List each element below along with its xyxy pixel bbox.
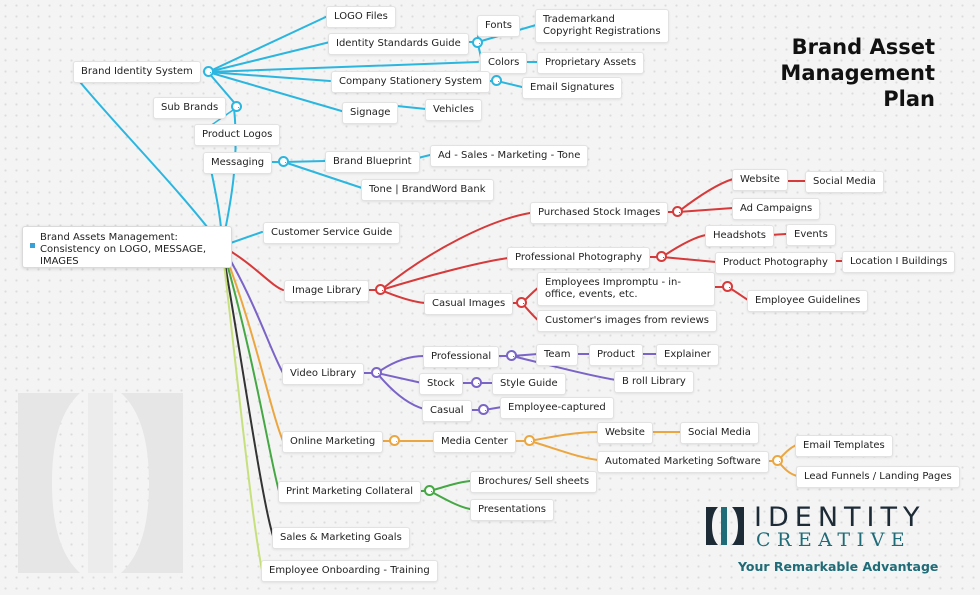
collapse-toggle-media-center[interactable] — [524, 435, 535, 446]
collapse-toggle-casual-images[interactable] — [516, 297, 527, 308]
node-social-media-1[interactable]: Social Media — [805, 171, 884, 193]
node-team[interactable]: Team — [536, 344, 579, 366]
node-location-buildings[interactable]: Location I Buildings — [842, 251, 956, 273]
node-customer-service-guide[interactable]: Customer Service Guide — [263, 222, 401, 244]
node-employees-impromptu[interactable]: Employees Impromptu - in-office, events,… — [537, 272, 715, 306]
title-line-2: Management — [780, 61, 935, 85]
node-casual-images[interactable]: Casual Images — [424, 293, 514, 315]
node-automated-marketing[interactable]: Automated Marketing Software — [597, 451, 769, 473]
node-email-signatures[interactable]: Email Signatures — [522, 77, 623, 99]
node-lead-funnels[interactable]: Lead Funnels / Landing Pages — [796, 466, 960, 488]
node-sales-marketing-goals[interactable]: Sales & Marketing Goals — [272, 527, 410, 549]
title-line-1: Brand Asset — [791, 35, 935, 59]
node-employee-onboarding[interactable]: Employee Onboarding - Training — [261, 560, 438, 582]
logo-bracket-icon — [706, 507, 744, 545]
collapse-toggle-online-marketing[interactable] — [389, 435, 400, 446]
root-marker — [30, 243, 35, 248]
collapse-toggle-casual[interactable] — [478, 404, 489, 415]
collapse-toggle-automated-marketing[interactable] — [772, 455, 783, 466]
collapse-toggle-messaging[interactable] — [278, 156, 289, 167]
page-title: Brand Asset Management Plan — [715, 34, 935, 112]
node-professional[interactable]: Professional — [423, 346, 500, 368]
node-product[interactable]: Product — [589, 344, 643, 366]
node-company-stationery[interactable]: Company Stationery System — [331, 71, 490, 93]
node-style-guide[interactable]: Style Guide — [492, 373, 566, 395]
node-trademark[interactable]: Trademarkand Copyright Registrations — [535, 9, 669, 43]
collapse-toggle-purchased-stock[interactable] — [672, 206, 683, 217]
collapse-toggle-video-library[interactable] — [371, 367, 382, 378]
node-tone-brandword-bank[interactable]: Tone | BrandWord Bank — [361, 179, 494, 201]
node-social-media-2[interactable]: Social Media — [680, 422, 759, 444]
collapse-toggle-employees-impromptu[interactable] — [722, 281, 733, 292]
identity-creative-logo: IDENTITY CREATIVE Your Remarkable Advant… — [704, 500, 944, 580]
collapse-toggle-stock[interactable] — [471, 377, 482, 388]
node-product-photography[interactable]: Product Photography — [715, 252, 836, 274]
node-print-marketing-collateral[interactable]: Print Marketing Collateral — [278, 481, 422, 503]
node-signage[interactable]: Signage — [342, 102, 399, 124]
collapse-toggle-professional[interactable] — [506, 350, 517, 361]
node-explainer[interactable]: Explainer — [656, 344, 719, 366]
root-label: Brand Assets Management: Consistency on … — [40, 232, 207, 267]
node-brand-identity-system[interactable]: Brand Identity System — [73, 61, 201, 83]
node-media-center[interactable]: Media Center — [433, 431, 516, 453]
node-employee-guidelines[interactable]: Employee Guidelines — [747, 290, 869, 312]
root-topic[interactable]: Brand Assets Management: Consistency on … — [22, 226, 232, 268]
node-vehicles[interactable]: Vehicles — [425, 99, 482, 121]
node-ad-campaigns[interactable]: Ad Campaigns — [732, 198, 821, 220]
node-purchased-stock-images[interactable]: Purchased Stock Images — [530, 202, 669, 224]
node-headshots[interactable]: Headshots — [705, 225, 774, 247]
logo-tagline: Your Remarkable Advantage — [738, 559, 939, 574]
node-events[interactable]: Events — [786, 224, 836, 246]
node-stock[interactable]: Stock — [419, 373, 463, 395]
node-employee-captured[interactable]: Employee-captured — [500, 397, 614, 419]
collapse-toggle-image-library[interactable] — [375, 284, 386, 295]
node-professional-photography[interactable]: Professional Photography — [507, 247, 650, 269]
node-presentations[interactable]: Presentations — [470, 499, 555, 521]
node-colors[interactable]: Colors — [480, 52, 528, 74]
node-online-marketing[interactable]: Online Marketing — [282, 431, 384, 453]
node-casual[interactable]: Casual — [422, 400, 472, 422]
logo-word-identity: IDENTITY — [754, 502, 926, 533]
title-line-3: Plan — [883, 87, 935, 111]
node-brand-blueprint[interactable]: Brand Blueprint — [325, 151, 420, 173]
node-website-1[interactable]: Website — [732, 169, 788, 191]
node-b-roll-library[interactable]: B roll Library — [614, 371, 694, 393]
node-customer-images[interactable]: Customer's images from reviews — [537, 310, 717, 332]
node-brochures[interactable]: Brochures/ Sell sheets — [470, 471, 598, 493]
node-product-logos[interactable]: Product Logos — [194, 124, 281, 146]
node-sub-brands[interactable]: Sub Brands — [153, 97, 227, 119]
node-ad-sales-marketing-tone[interactable]: Ad - Sales - Marketing - Tone — [430, 145, 589, 167]
node-logo-files[interactable]: LOGO Files — [326, 6, 396, 28]
node-identity-standards-guide[interactable]: Identity Standards Guide — [328, 33, 469, 55]
node-proprietary-assets[interactable]: Proprietary Assets — [537, 52, 645, 74]
node-messaging[interactable]: Messaging — [203, 152, 273, 174]
collapse-toggle-professional-photo[interactable] — [656, 251, 667, 262]
collapse-toggle-stationery[interactable] — [491, 75, 502, 86]
node-email-templates[interactable]: Email Templates — [795, 435, 893, 457]
node-image-library[interactable]: Image Library — [284, 280, 370, 302]
collapse-toggle-brand-identity[interactable] — [203, 66, 214, 77]
node-website-2[interactable]: Website — [597, 422, 653, 444]
collapse-toggle-print-collateral[interactable] — [424, 485, 435, 496]
logo-word-creative: CREATIVE — [756, 529, 912, 551]
collapse-toggle-sub-brands[interactable] — [231, 101, 242, 112]
node-fonts[interactable]: Fonts — [477, 15, 520, 37]
collapse-toggle-identity-standards[interactable] — [472, 37, 483, 48]
node-video-library[interactable]: Video Library — [282, 363, 365, 385]
watermark-bracket-icon — [18, 393, 183, 573]
